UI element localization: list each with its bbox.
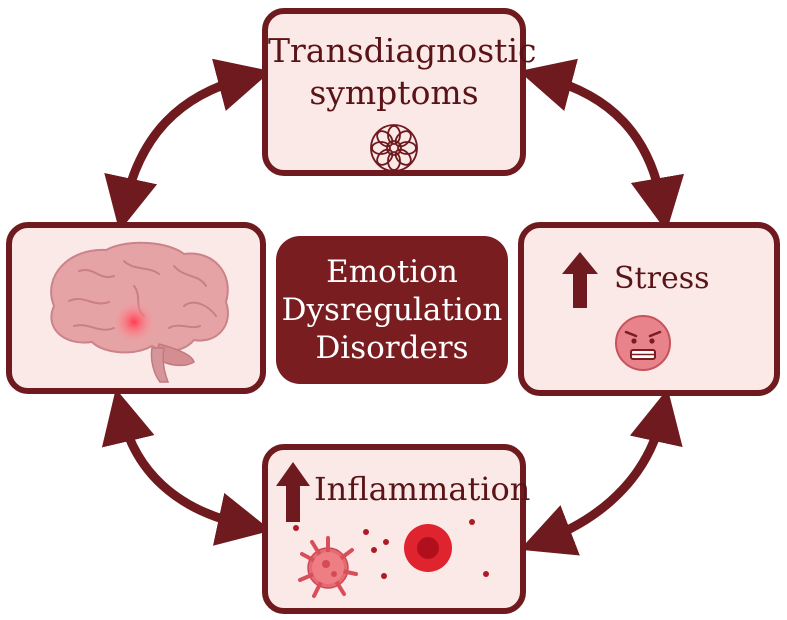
stress-label: Stress — [614, 261, 710, 296]
up-arrow-icon — [562, 252, 598, 308]
center-line1: Emotion — [326, 254, 458, 290]
stress-box: Stress — [518, 222, 780, 396]
cell-dots — [293, 519, 489, 579]
inflammation-label: Inflammation — [314, 470, 531, 508]
arrow-bottom-right — [519, 388, 683, 556]
arrow-bottom-left — [101, 388, 272, 546]
brain-box — [6, 222, 266, 394]
top-label-line1: Transdiagnostic — [268, 31, 537, 70]
arrow-top-right — [518, 58, 685, 232]
red-blood-cell-icon — [404, 524, 452, 572]
emotion-dysregulation-disorders: Emotion Dysregulation Disorders — [276, 236, 508, 384]
immune-cell-icon — [298, 536, 358, 598]
mandala-icon — [370, 124, 418, 172]
brain-icon — [50, 241, 229, 383]
transdiagnostic-symptoms-box: Transdiagnostic symptoms — [262, 8, 537, 176]
transdiagnostic-symptoms-label: Transdiagnostic symptoms — [268, 30, 537, 114]
top-label-line2: symptoms — [309, 73, 479, 112]
inflammation-box: Inflammation — [262, 444, 530, 614]
arrow-top-left — [104, 58, 272, 232]
center-line2: Dysregulation — [281, 292, 503, 328]
inflammation-cells — [293, 519, 489, 598]
up-arrow-icon — [276, 462, 310, 522]
center-line3: Disorders — [315, 330, 469, 366]
anxious-face-icon — [615, 315, 671, 371]
